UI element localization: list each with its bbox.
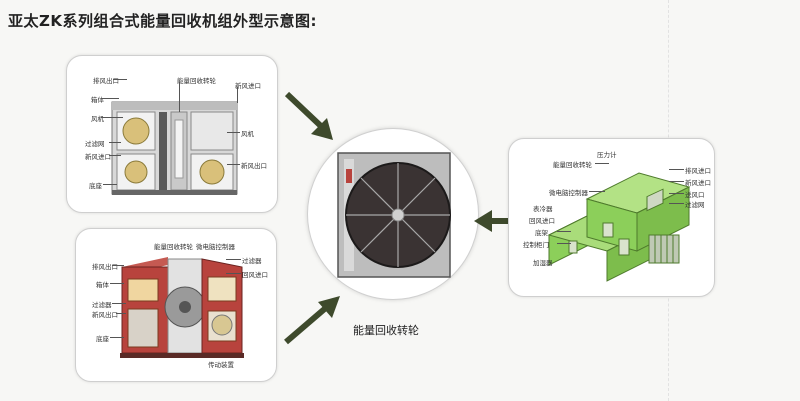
label-filter-right: 过滤器 <box>242 257 262 265</box>
label-filter-green: 过滤网 <box>685 201 705 209</box>
wheel-caption: 能量回收转轮 <box>353 324 419 337</box>
label-fan-left: 风机 <box>91 115 104 123</box>
label-exhaust-outlet-red: 排风出口 <box>92 263 118 271</box>
label-fresh-inlet-left: 新风进口 <box>85 153 111 161</box>
arrow-bottom-left-icon <box>284 296 340 345</box>
label-base: 底座 <box>89 182 102 190</box>
label-humidifier: 加湿器 <box>533 259 553 267</box>
label-return-inlet: 回风进口 <box>242 271 268 279</box>
label-fresh-inlet-green: 新风进口 <box>685 179 711 187</box>
panel-unit-red: 能量回收转轮 微电脑控制器 排风出口 过滤器 箱体 回风进口 过滤器 新风出口 … <box>75 228 277 382</box>
label-fan-right: 风机 <box>241 130 254 138</box>
arrow-top-left-icon <box>284 91 333 140</box>
label-filter: 过滤网 <box>85 140 105 148</box>
label-cabinet-door: 控制柜门 <box>523 241 549 249</box>
label-frame: 底架 <box>535 229 548 237</box>
label-controller: 微电脑控制器 <box>196 243 235 251</box>
unit-red-illustration <box>120 257 244 358</box>
label-filter-left: 过滤器 <box>92 301 112 309</box>
label-fresh-outlet-red: 新风出口 <box>92 311 118 319</box>
label-exhaust-outlet: 排风出口 <box>93 77 119 85</box>
recovery-wheel-circle <box>307 128 479 300</box>
label-cooler: 表冷器 <box>533 205 553 213</box>
page-title: 亚太ZK系列组合式能量回收机组外型示意图: <box>8 12 318 30</box>
label-casing: 箱体 <box>91 96 104 104</box>
panel-unit-internal: 排风出口 能量回收转轮 新风进口 箱体 风机 过滤网 新风进口 底座 风机 新风… <box>66 55 278 213</box>
label-drive: 传动装置 <box>208 361 234 369</box>
label-recovery-wheel: 能量回收转轮 <box>177 77 216 85</box>
label-fresh-outlet: 新风出口 <box>241 162 267 170</box>
recovery-wheel-illustration <box>337 152 451 278</box>
unit-internal-illustration <box>111 101 238 195</box>
label-controller-green: 微电脑控制器 <box>549 189 588 197</box>
panel-unit-green: 压力计 能量回收转轮 排风进口 微电脑控制器 送风口 表冷器 底架 回风进口 过… <box>508 138 715 297</box>
label-supply-outlet: 送风口 <box>685 191 705 199</box>
label-return-inlet-green: 回风进口 <box>529 217 555 225</box>
label-pressure-gauge: 压力计 <box>597 151 617 159</box>
label-recovery-wheel-green: 能量回收转轮 <box>553 161 592 169</box>
label-base-red: 底座 <box>96 335 109 343</box>
label-casing-red: 箱体 <box>96 281 109 289</box>
label-exhaust-inlet: 排风进口 <box>685 167 711 175</box>
label-fresh-inlet-top: 新风进口 <box>235 82 261 90</box>
label-recovery-wheel-red: 能量回收转轮 <box>154 243 193 251</box>
